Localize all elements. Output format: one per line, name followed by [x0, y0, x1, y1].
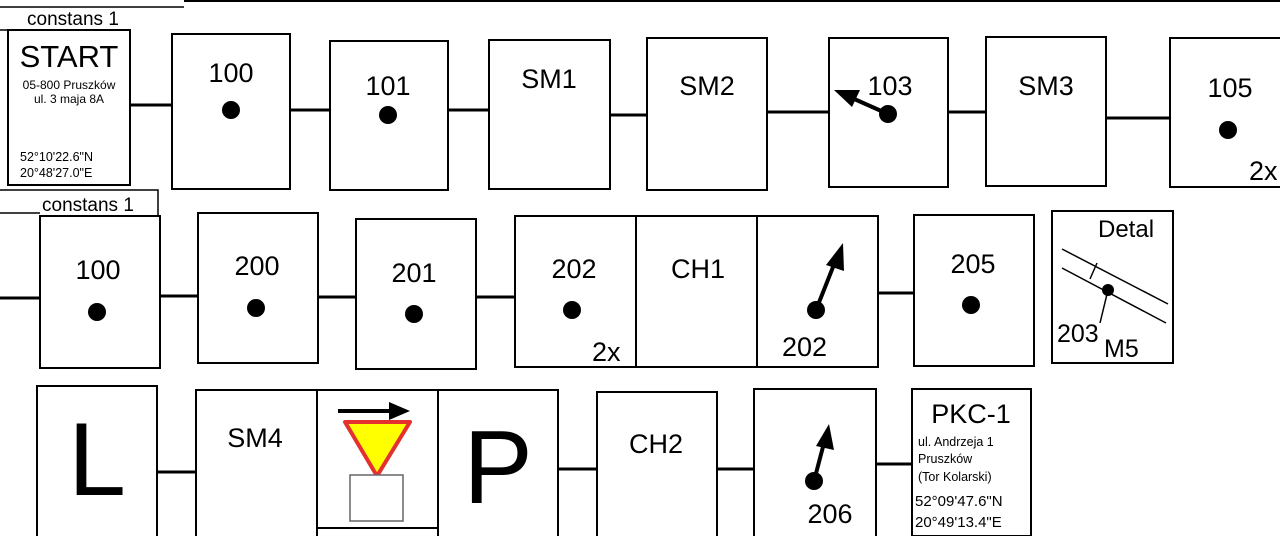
start-title: START	[20, 39, 119, 74]
box-label: 105	[1207, 73, 1252, 103]
detail-subscript: M5	[1104, 335, 1139, 363]
detail-number: 203	[1057, 320, 1099, 348]
box-l: L	[36, 385, 158, 536]
box-label: SM2	[679, 71, 735, 101]
box-105: 105 2x	[1169, 37, 1280, 188]
detail-title: Detal	[1098, 216, 1154, 243]
box-label: SM4	[227, 423, 283, 453]
box-101: 101	[329, 40, 449, 191]
finish-title: PKC-1	[931, 399, 1011, 429]
box-label: 202	[551, 254, 596, 284]
box-sm1: SM1	[488, 39, 611, 190]
box-206: 206	[753, 388, 877, 536]
box-201: 201	[355, 218, 477, 370]
box-label: P	[463, 410, 532, 526]
start-box: START 05-800 Pruszków ul. 3 maja 8A 52°1…	[7, 29, 131, 186]
box-202-multiplier: 2x	[592, 337, 621, 367]
start-longitude: 20°48'27.0"E	[20, 166, 92, 180]
row-1-tab-label: constans 1	[27, 9, 119, 30]
left-turn-arrow-icon	[834, 90, 860, 107]
box-205: 205	[913, 214, 1035, 367]
box-sm2: SM2	[646, 37, 768, 191]
arrow-box-label: 202	[782, 332, 827, 362]
finish-address-1: ul. Andrzeja 1	[918, 435, 994, 449]
box-105-multiplier: 2x	[1249, 156, 1278, 186]
start-latitude: 52°10'22.6"N	[20, 150, 93, 164]
box-label: CH2	[629, 429, 683, 459]
row-2: constans 1 100 200 201 202	[0, 189, 1174, 370]
finish-address-3: (Tor Kolarski)	[918, 470, 992, 484]
detail-box: Detal 203 M5	[1051, 210, 1174, 364]
box-label: 200	[234, 251, 279, 281]
straight-arrow-icon	[816, 424, 834, 450]
box-sm4-group: SM4 P	[195, 389, 559, 536]
box-ch2: CH2	[596, 391, 718, 536]
start-address-1: 05-800 Pruszków	[23, 78, 116, 92]
row-2-tab-label: constans 1	[42, 195, 134, 216]
box-103: 103	[828, 37, 949, 188]
row-3: L SM4 P CH2 206	[36, 385, 1032, 536]
box-label: 103	[867, 71, 912, 101]
box-100: 100	[171, 33, 291, 190]
box-label: 101	[365, 71, 410, 101]
right-turn-arrow-icon	[826, 243, 844, 271]
square-marker	[349, 474, 404, 522]
box-100-row2: 100	[39, 215, 161, 369]
start-address-2: ul. 3 maja 8A	[34, 92, 104, 106]
box-label: 205	[950, 249, 995, 279]
finish-longitude: 20°49'13.4"E	[915, 514, 1002, 531]
box-label: L	[68, 402, 126, 518]
finish-box: PKC-1 ul. Andrzeja 1 Pruszków (Tor Kolar…	[911, 388, 1032, 536]
direction-arrow-icon	[389, 402, 410, 420]
box-label: 206	[807, 499, 852, 529]
yield-sign-icon	[343, 420, 412, 478]
box-sm3: SM3	[985, 36, 1107, 187]
box-label: CH1	[671, 254, 725, 284]
finish-latitude: 52°09'47.6"N	[915, 493, 1003, 510]
box-label: 100	[208, 58, 253, 88]
box-label: SM3	[1018, 71, 1074, 101]
finish-address-2: Pruszków	[918, 452, 973, 466]
box-label: SM1	[521, 64, 577, 94]
row-1: constans 1 START 05-800 Pruszków ul. 3 m…	[0, 6, 1280, 191]
box-202-group: 202 2x CH1 202	[514, 215, 879, 368]
box-200: 200	[197, 212, 319, 364]
box-label: 100	[75, 255, 120, 285]
box-label: 201	[391, 258, 436, 288]
